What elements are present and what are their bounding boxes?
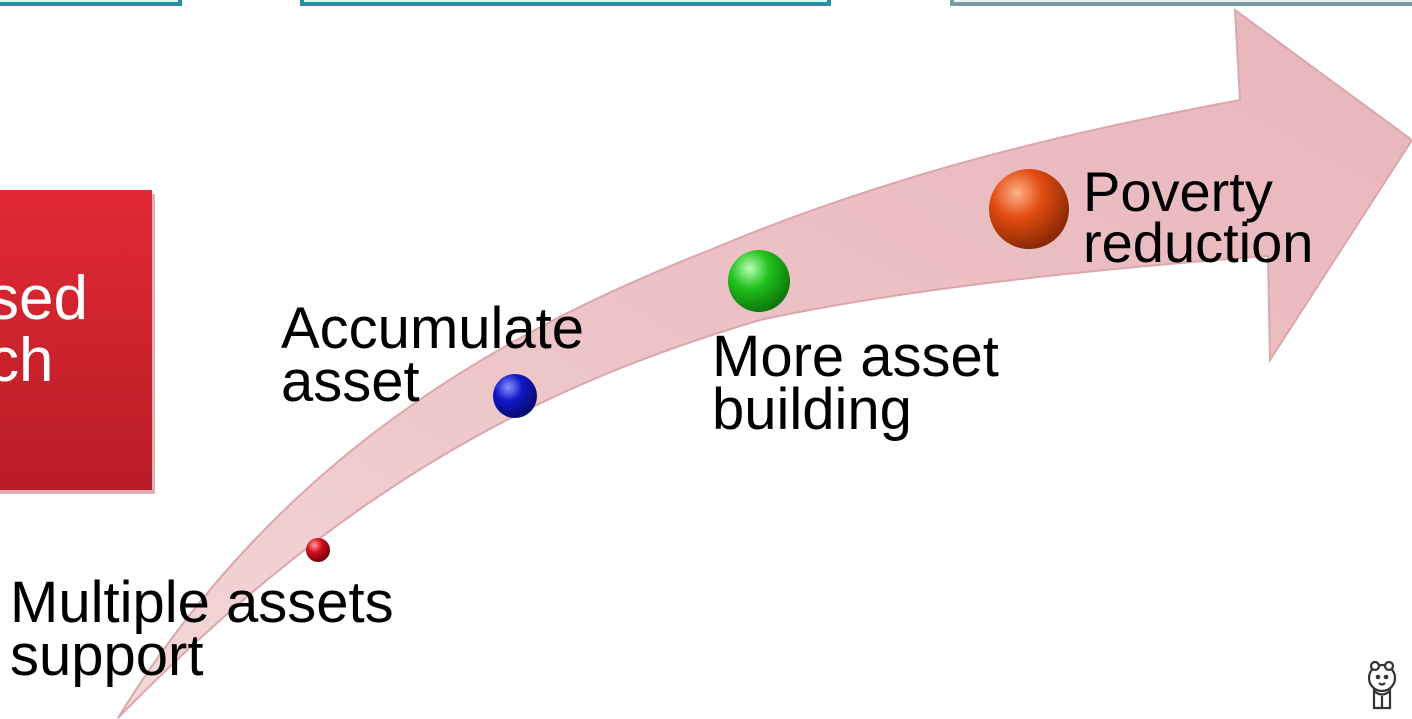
red-box-line-2: ch — [0, 326, 54, 395]
milestone-1-line-1: Multiple assets — [10, 570, 394, 635]
orange-dot-icon — [989, 169, 1069, 249]
top-box-center — [300, 0, 831, 6]
curved-arrow — [117, 7, 1412, 719]
milestone-1-line-2: support — [10, 623, 204, 688]
milestone-label-multiple-assets: Multiple assets support — [10, 570, 394, 688]
milestone-3-line-1: More asset — [712, 324, 999, 389]
red-box-text: sed ch — [0, 268, 88, 392]
top-box-left-inner — [0, 0, 178, 2]
milestone-label-more-asset: More asset building — [712, 324, 999, 442]
red-box — [0, 190, 152, 490]
cartoon-figure-icon — [1367, 660, 1397, 710]
milestone-4-line-2: reduction — [1083, 211, 1314, 274]
milestone-2-line-2: asset — [281, 349, 420, 414]
top-box-right-inner — [954, 0, 1412, 2]
blue-dot-icon — [493, 374, 537, 418]
milestone-label-accumulate: Accumulate asset — [281, 296, 585, 414]
top-box-left — [0, 0, 182, 6]
red-box-line-1: sed — [0, 264, 88, 333]
milestone-3-line-2: building — [712, 377, 912, 442]
top-box-center-inner — [304, 0, 827, 2]
green-dot-icon — [728, 250, 790, 312]
red-dot-icon — [306, 538, 330, 562]
milestone-2-line-1: Accumulate — [281, 296, 585, 361]
top-box-right — [950, 0, 1412, 6]
milestone-label-poverty: Poverty reduction — [1083, 160, 1314, 274]
milestone-4-line-1: Poverty — [1083, 160, 1273, 223]
